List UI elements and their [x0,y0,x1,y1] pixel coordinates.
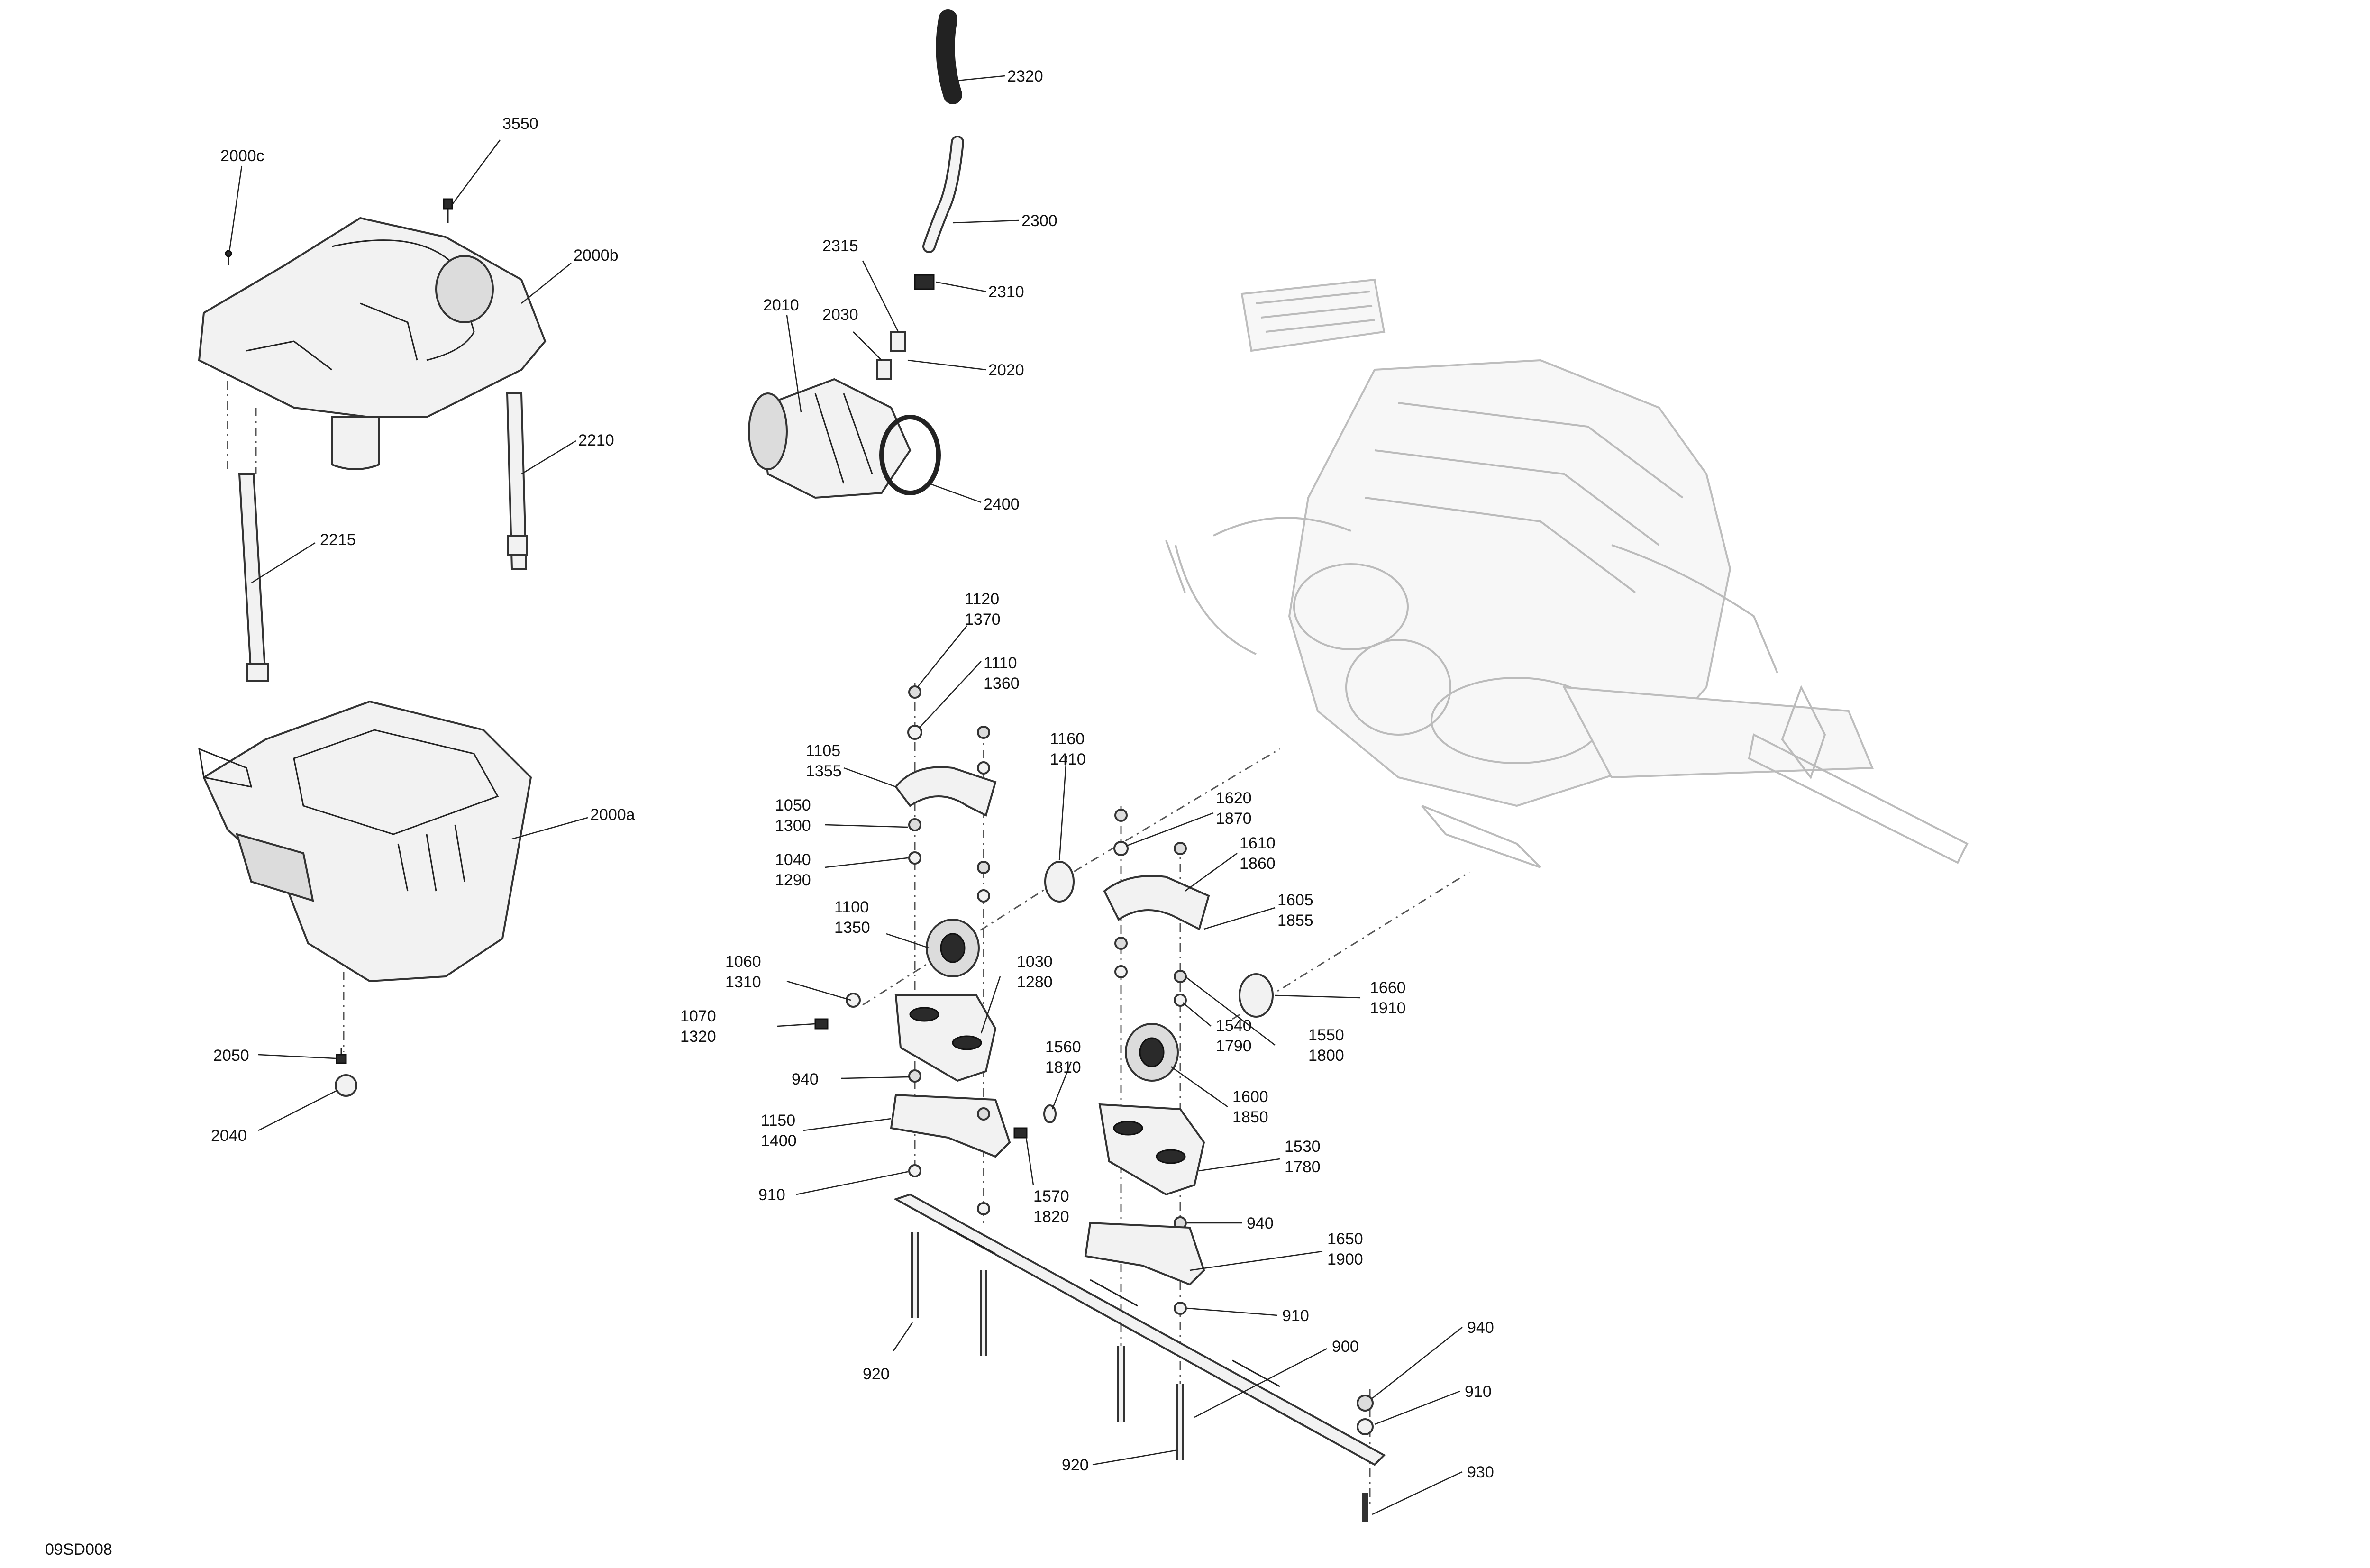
drain-plug-2050 [336,1048,347,1064]
support-bar-900 [893,1193,1386,1466]
callout-910-mid: 910 [1282,1307,1309,1325]
callout-1320: 1320 [680,1028,716,1046]
callout-3550: 3550 [502,115,538,133]
clamp-2310 [914,274,935,290]
callout-910-right: 910 [1465,1383,1492,1401]
callout-1100: 1100 [834,898,869,916]
callout-2000a: 2000a [590,806,635,824]
callout-1810: 1810 [1045,1058,1081,1076]
callout-1030: 1030 [1017,953,1053,971]
callout-1120: 1120 [965,590,999,608]
callout-1300: 1300 [775,817,811,835]
callout-1620: 1620 [1216,789,1252,807]
strap-2215 [238,473,269,682]
callout-1550: 1550 [1308,1026,1344,1044]
callout-1570: 1570 [1033,1187,1069,1205]
callout-2030: 2030 [822,306,858,324]
strap-2210 [506,392,528,570]
callout-1150: 1150 [761,1112,795,1130]
callout-1370: 1370 [965,611,1001,629]
callout-1070: 1070 [680,1007,716,1025]
callout-1040: 1040 [775,851,811,869]
callout-1860: 1860 [1240,855,1276,873]
mount-left-stack [814,685,1075,1215]
leader-lines [228,75,1463,1515]
callout-1540: 1540 [1216,1017,1252,1035]
callout-940-right: 940 [1467,1319,1494,1337]
callout-1560: 1560 [1045,1038,1081,1056]
callout-1780: 1780 [1285,1158,1321,1176]
callout-2000c: 2000c [220,147,264,165]
airbox-base [198,700,532,983]
screw-3550 [443,198,453,223]
callout-930: 930 [1467,1463,1494,1481]
callout-1290: 1290 [775,871,811,889]
callout-1280: 1280 [1017,973,1053,991]
callout-1660: 1660 [1370,979,1406,997]
callout-1855: 1855 [1277,912,1313,930]
callout-1900: 1900 [1327,1250,1363,1268]
callout-920-right: 920 [1062,1456,1089,1474]
callout-2010: 2010 [763,296,799,314]
engine-ghost-illustration [1165,278,1969,868]
tube-2300 [922,136,964,253]
callout-1360: 1360 [984,675,1020,693]
callout-2215: 2215 [320,531,356,549]
callout-1410: 1410 [1050,750,1086,768]
callout-1050: 1050 [775,796,811,814]
callout-1400: 1400 [761,1132,797,1150]
callout-1355: 1355 [806,762,842,780]
callout-1105: 1105 [806,742,840,760]
callout-940-mid: 940 [1247,1214,1274,1232]
callout-2210: 2210 [578,431,614,449]
mount-right-stack [1084,809,1274,1315]
callout-1350: 1350 [834,919,870,937]
callout-1160: 1160 [1050,730,1085,748]
callout-1605: 1605 [1277,891,1313,909]
callout-1060: 1060 [725,953,761,971]
diagram-code: 09SD008 [45,1541,112,1559]
callout-2315: 2315 [822,237,858,255]
callout-labels: 3550 2000c 2000b 2210 2215 2000a 2050 20… [45,67,1494,1559]
callout-1530: 1530 [1285,1138,1321,1156]
hose-clamp-2400 [879,415,941,495]
callout-2000b: 2000b [574,246,619,264]
fitting-2315 [890,331,906,352]
callout-1310: 1310 [725,973,761,991]
callout-1800: 1800 [1308,1047,1344,1065]
callout-2300: 2300 [1021,212,1057,230]
callout-1600: 1600 [1232,1088,1268,1106]
callout-2020: 2020 [988,361,1024,379]
callout-1910: 1910 [1370,999,1406,1017]
cap-2040 [335,1074,357,1097]
callout-1610: 1610 [1240,834,1276,852]
callout-1790: 1790 [1216,1037,1252,1055]
airbox-cover [198,217,547,470]
callout-1870: 1870 [1216,810,1252,828]
screw-2000c [225,250,232,265]
callout-2400: 2400 [984,495,1020,513]
hose-2320 [936,9,962,104]
bolts-920 [911,1232,1184,1460]
callout-910-left: 910 [758,1186,785,1204]
callout-1850: 1850 [1232,1108,1268,1126]
callout-1650: 1650 [1327,1230,1363,1248]
callout-1110: 1110 [984,654,1017,672]
callout-2040: 2040 [211,1127,247,1145]
callout-900: 900 [1332,1338,1359,1356]
callout-940-left: 940 [792,1070,819,1088]
fitting-2030 [876,359,892,380]
callout-1820: 1820 [1033,1208,1069,1226]
callout-2320: 2320 [1007,67,1043,85]
callout-2050: 2050 [213,1047,249,1065]
nut-940-washer-910 [1357,1395,1374,1522]
adaptor-2010 [748,378,912,499]
callout-2310: 2310 [988,283,1024,301]
callout-920-left: 920 [863,1365,890,1383]
